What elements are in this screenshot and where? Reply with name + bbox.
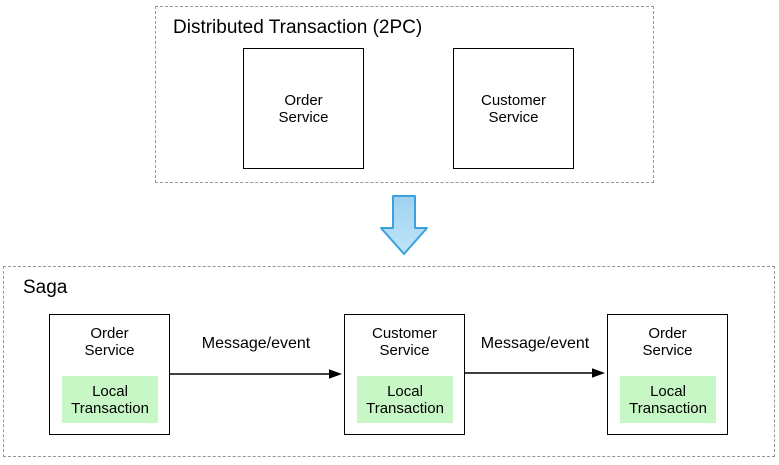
local-transaction-box: Local Transaction (357, 376, 453, 423)
service-label-line: Customer (480, 91, 547, 109)
local-transaction-label-line: Transaction (366, 399, 444, 417)
service-label-line: Service (278, 108, 329, 126)
message-arrow-2 (464, 368, 605, 378)
service-label-line: Order (90, 325, 129, 342)
service-label-line: Customer (371, 325, 438, 342)
saga-group-title: Saga (23, 277, 68, 298)
local-transaction-label-line: Local (92, 382, 128, 400)
service-title: Order Service (50, 325, 169, 359)
service-title: Order Service (608, 325, 727, 359)
message-arrow-1 (169, 369, 342, 379)
down-arrow-icon (380, 195, 428, 255)
2pc-customer-service-box: Customer Service (453, 48, 574, 169)
service-label-line: Service (488, 108, 539, 126)
service-label-line: Order (284, 91, 323, 109)
saga-group: Saga Order Service Local Transaction Cus… (3, 266, 775, 457)
service-title: Customer Service (345, 325, 464, 359)
local-transaction-box: Local Transaction (62, 376, 158, 423)
saga-order-service-box-1: Order Service Local Transaction (49, 314, 170, 435)
service-label-line: Order (648, 325, 687, 342)
message-event-label-1: Message/event (201, 335, 311, 352)
local-transaction-label-line: Transaction (71, 399, 149, 417)
2pc-group-title: Distributed Transaction (2PC) (173, 17, 423, 38)
2pc-order-service-box: Order Service (243, 48, 364, 169)
local-transaction-label-line: Transaction (629, 399, 707, 417)
service-label-line: Service (379, 342, 430, 359)
saga-order-service-box-2: Order Service Local Transaction (607, 314, 728, 435)
service-label-line: Service (642, 342, 693, 359)
saga-customer-service-box: Customer Service Local Transaction (344, 314, 465, 435)
message-event-label-2: Message/event (480, 335, 590, 352)
local-transaction-box: Local Transaction (620, 376, 716, 423)
local-transaction-label-line: Local (387, 382, 423, 400)
2pc-group: Distributed Transaction (2PC) Order Serv… (155, 6, 654, 183)
service-label-line: Service (84, 342, 135, 359)
local-transaction-label-line: Local (650, 382, 686, 400)
